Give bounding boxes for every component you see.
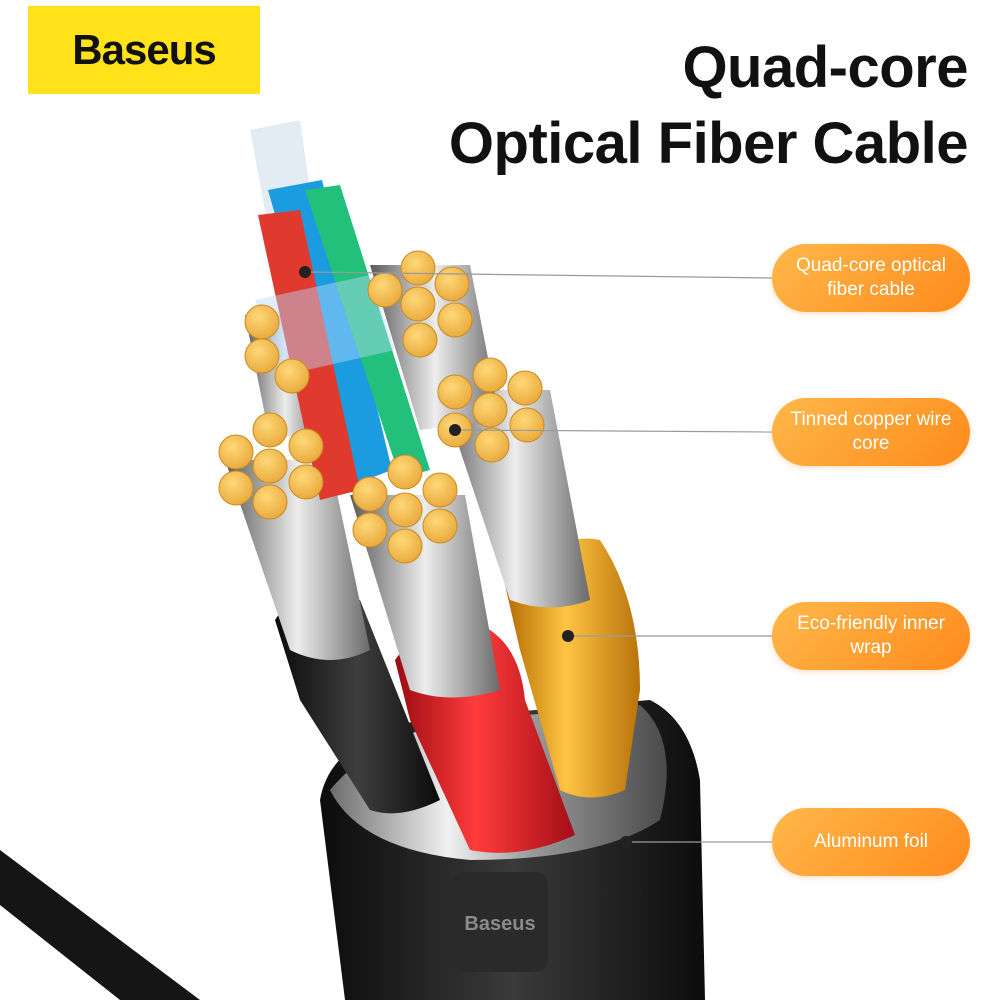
cable-brand-mark: Baseus <box>464 913 535 935</box>
callout-anchor-dots <box>299 266 632 848</box>
callout-text: Quad-core optical fiber cable <box>796 255 946 300</box>
headline-line-2: Optical Fiber Cable <box>448 111 969 176</box>
headline-line-1: Quad-core <box>682 35 968 100</box>
callout-leader-lines <box>304 271 773 843</box>
cable-brand-plate <box>452 872 548 972</box>
strand-bundle-center <box>350 495 500 698</box>
callout-quad-core-fiber: Quad-core optical fiber cable <box>772 244 970 312</box>
fiber-core-green <box>305 185 430 478</box>
product-headline: Quad-core Optical Fiber Cable <box>448 30 969 182</box>
callout-inner-wrap: Eco-friendly inner wrap <box>772 602 970 670</box>
callout-text: Eco-friendly inner wrap <box>797 613 945 658</box>
copper-wire-cores <box>218 250 545 564</box>
callout-tinned-copper: Tinned copper wire core <box>772 398 970 466</box>
callout-text: Aluminum foil <box>813 831 929 852</box>
callout-aluminum-foil: Aluminum foil <box>772 808 970 876</box>
brand-name: Baseus <box>72 26 216 73</box>
fiber-core-red <box>258 210 360 500</box>
secondary-cable <box>0 850 200 1000</box>
brand-logo: Baseus <box>28 6 260 94</box>
fiber-jacket-clear <box>255 275 395 375</box>
callout-text: Tinned copper wire core <box>790 409 952 454</box>
